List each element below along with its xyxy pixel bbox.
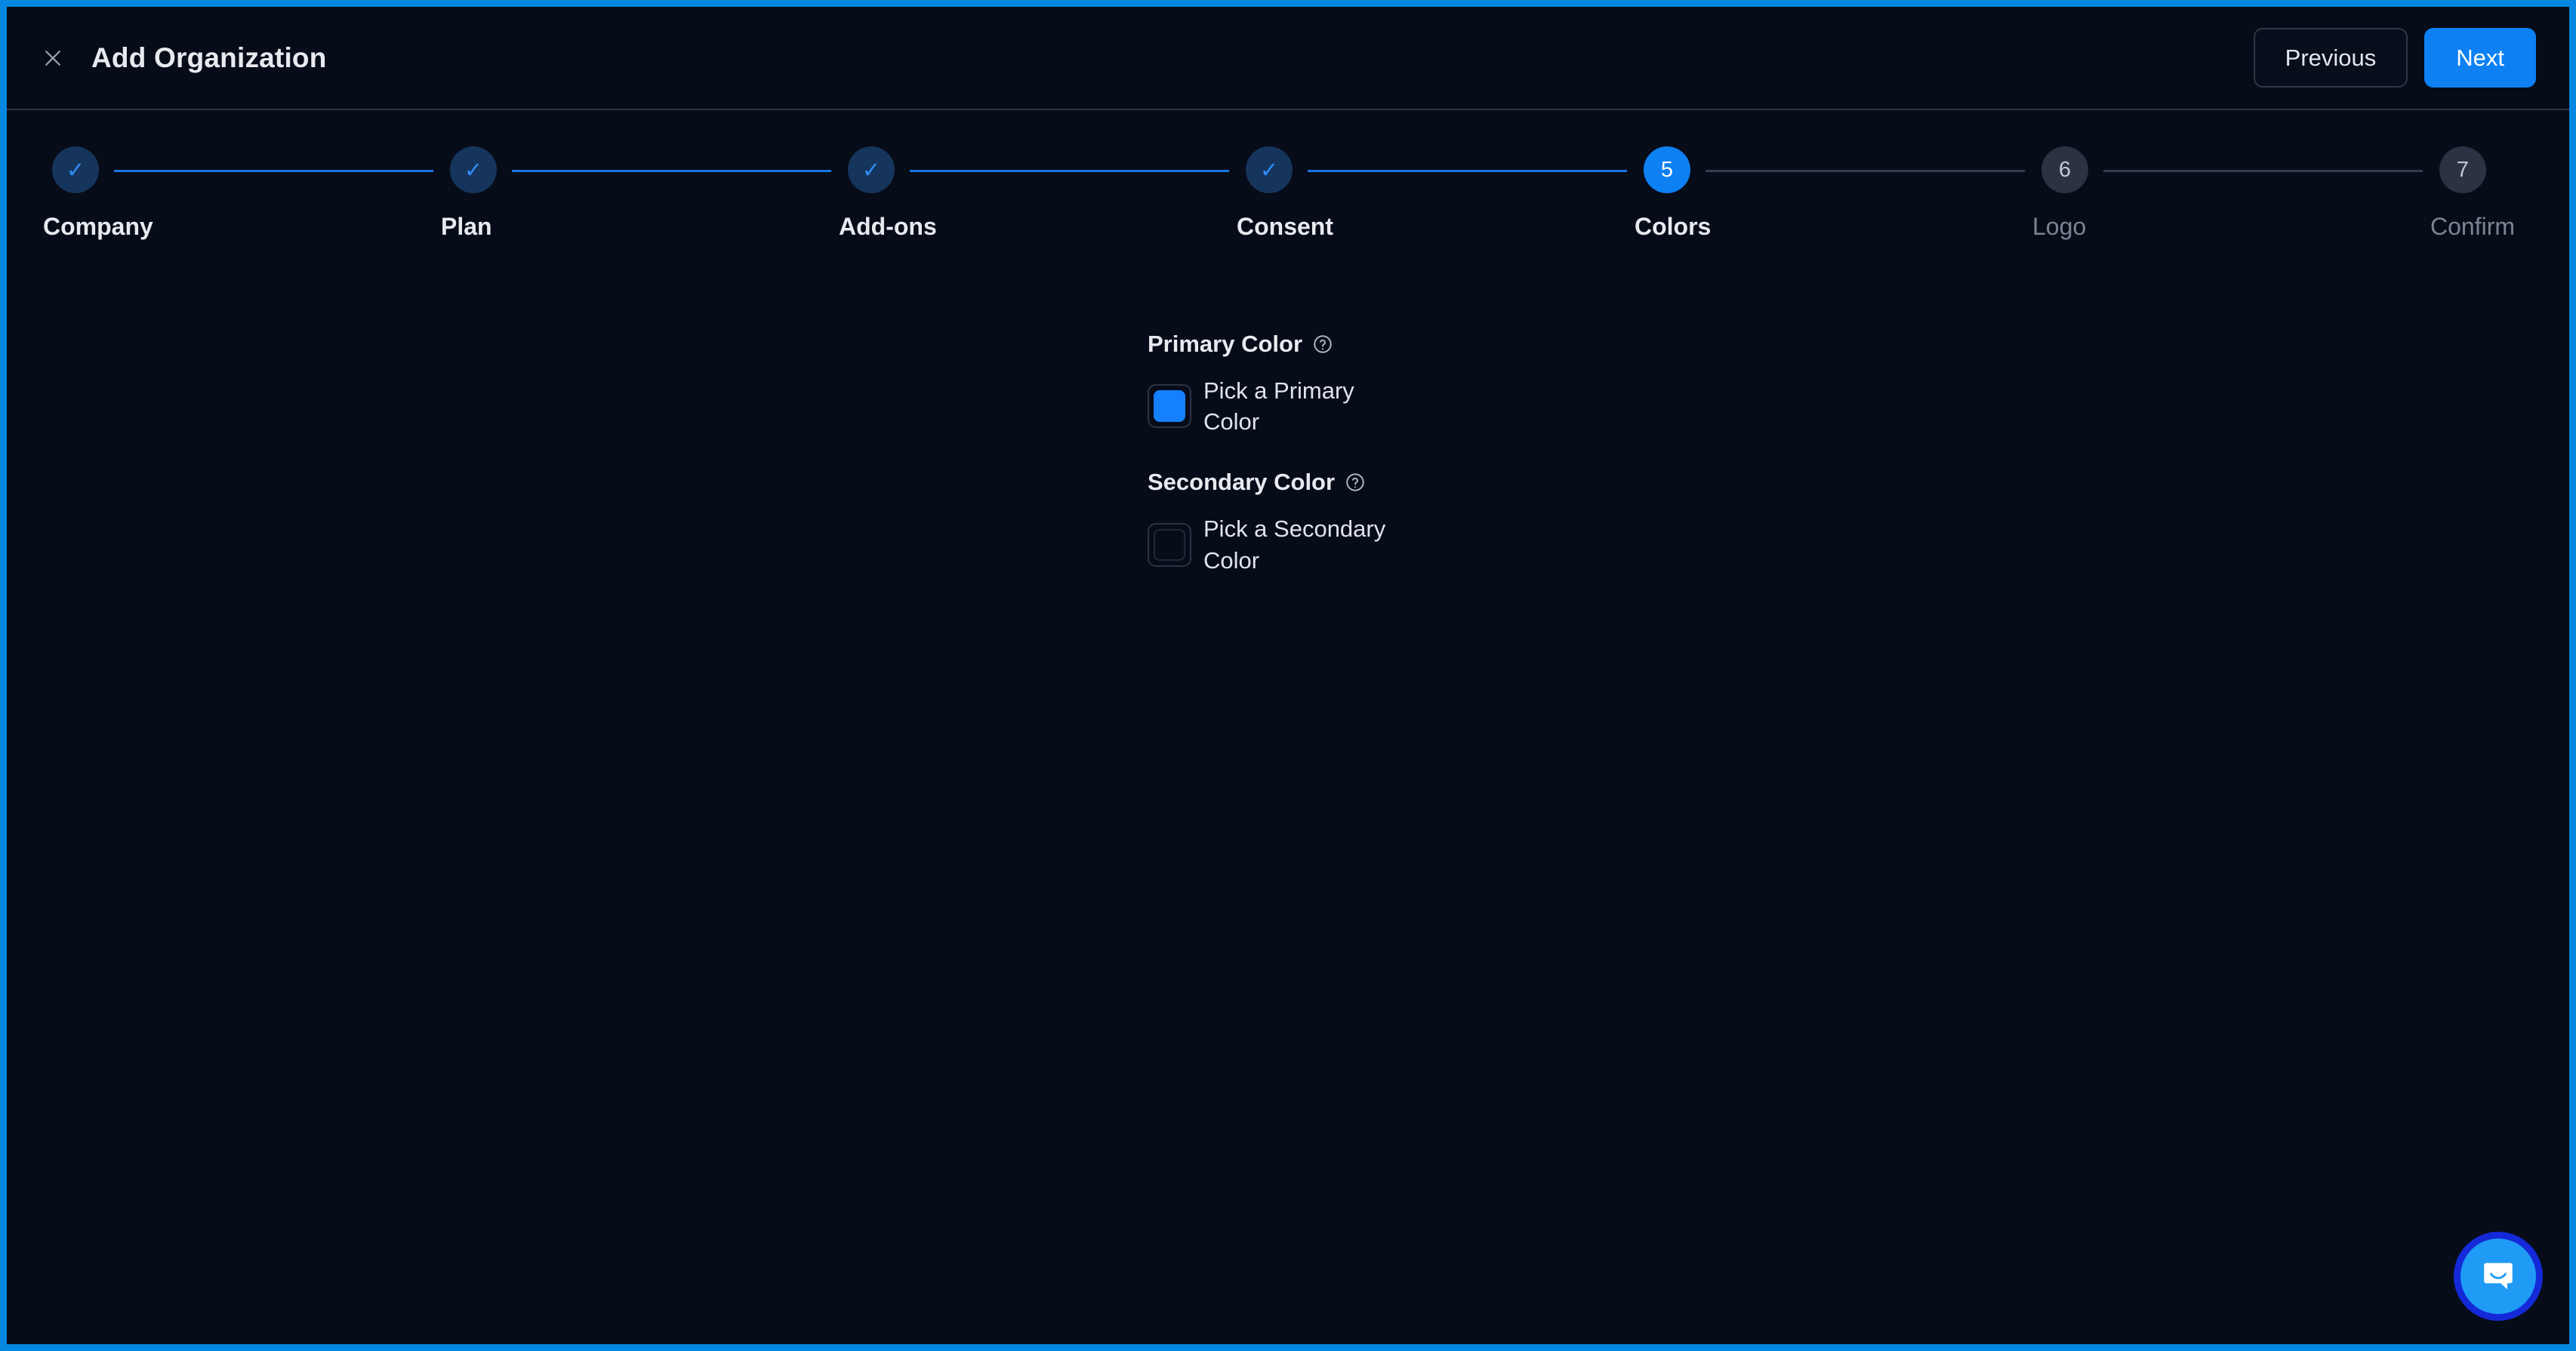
stepper-step-consent[interactable]: ✓ Consent (1237, 146, 1644, 241)
primary-color-label-row: Primary Color (1148, 331, 2569, 358)
primary-color-caption: Pick a Primary Color (1203, 377, 1354, 435)
stepper-label-logo: Logo (2032, 213, 2087, 240)
primary-color-field: Primary Color Pick a Primary Color (1148, 331, 2569, 437)
stepper-circle-addons[interactable]: ✓ (848, 146, 895, 193)
stepper-circle-plan[interactable]: ✓ (450, 146, 497, 193)
stepper-connector (2103, 170, 2423, 172)
stepper-label-colors: Colors (1635, 213, 1712, 240)
stepper-circle-colors[interactable]: 5 (1644, 146, 1690, 193)
modal-header: Add Organization Previous Next (7, 7, 2569, 110)
stepper-step-plan[interactable]: ✓ Plan (441, 146, 848, 241)
secondary-color-swatch (1154, 528, 1185, 561)
primary-color-swatch-button[interactable] (1148, 384, 1191, 429)
secondary-color-label: Secondary Color (1148, 469, 1336, 496)
stepper-label-plan: Plan (441, 213, 492, 240)
stepper-step-confirm[interactable]: 7 Confirm (2430, 146, 2524, 241)
stepper-circle-company[interactable]: ✓ (52, 146, 99, 193)
secondary-color-row: Pick a Secondary Color (1148, 513, 2569, 575)
page-title: Add Organization (91, 42, 327, 73)
secondary-color-field: Secondary Color Pick a Secondary Color (1148, 469, 2569, 575)
stepper-step-addons[interactable]: ✓ Add-ons (839, 146, 1246, 241)
secondary-color-label-row: Secondary Color (1148, 469, 2569, 496)
primary-color-row: Pick a Primary Color (1148, 375, 2569, 437)
stepper-label-addons: Add-ons (839, 213, 937, 240)
help-circle-icon[interactable] (1311, 333, 1334, 355)
stepper-connector (1706, 170, 2025, 172)
stepper-connector (512, 170, 831, 172)
stepper-step-company[interactable]: ✓ Company (43, 146, 450, 241)
stepper-label-company: Company (43, 213, 153, 240)
stepper-label-consent: Consent (1237, 213, 1333, 240)
stepper-label-confirm: Confirm (2430, 213, 2516, 240)
previous-button[interactable]: Previous (2253, 28, 2408, 88)
stepper-step-logo[interactable]: 6 Logo (2032, 146, 2439, 241)
chat-bubble-icon (2484, 1263, 2513, 1290)
stepper-step-colors[interactable]: 5 Colors (1635, 146, 2041, 241)
primary-color-label: Primary Color (1148, 331, 1303, 357)
header-actions: Previous Next (2253, 28, 2536, 88)
stepper-connector (910, 170, 1229, 172)
stepper-circle-logo[interactable]: 6 (2041, 146, 2088, 193)
stepper-track: ✓ Company ✓ Plan ✓ Add-ons ✓ Consent 5 (43, 146, 2524, 241)
wizard-stepper: ✓ Company ✓ Plan ✓ Add-ons ✓ Consent 5 (7, 146, 2569, 282)
stepper-circle-consent[interactable]: ✓ (1246, 146, 1293, 193)
help-circle-icon[interactable] (1344, 471, 1367, 494)
colors-step-content: Primary Color Pick a Primary Color Se (7, 331, 2569, 576)
close-icon[interactable] (35, 41, 70, 75)
next-button[interactable]: Next (2424, 28, 2536, 88)
secondary-color-swatch-button[interactable] (1148, 522, 1191, 567)
stepper-connector (1308, 170, 1627, 172)
stepper-circle-confirm[interactable]: 7 (2439, 146, 2486, 193)
stepper-connector (114, 170, 433, 172)
chat-launcher-button[interactable] (2460, 1239, 2536, 1314)
primary-color-swatch (1154, 390, 1185, 423)
secondary-color-caption: Pick a Secondary Color (1203, 515, 1386, 574)
header-left-group: Add Organization (35, 41, 2254, 75)
